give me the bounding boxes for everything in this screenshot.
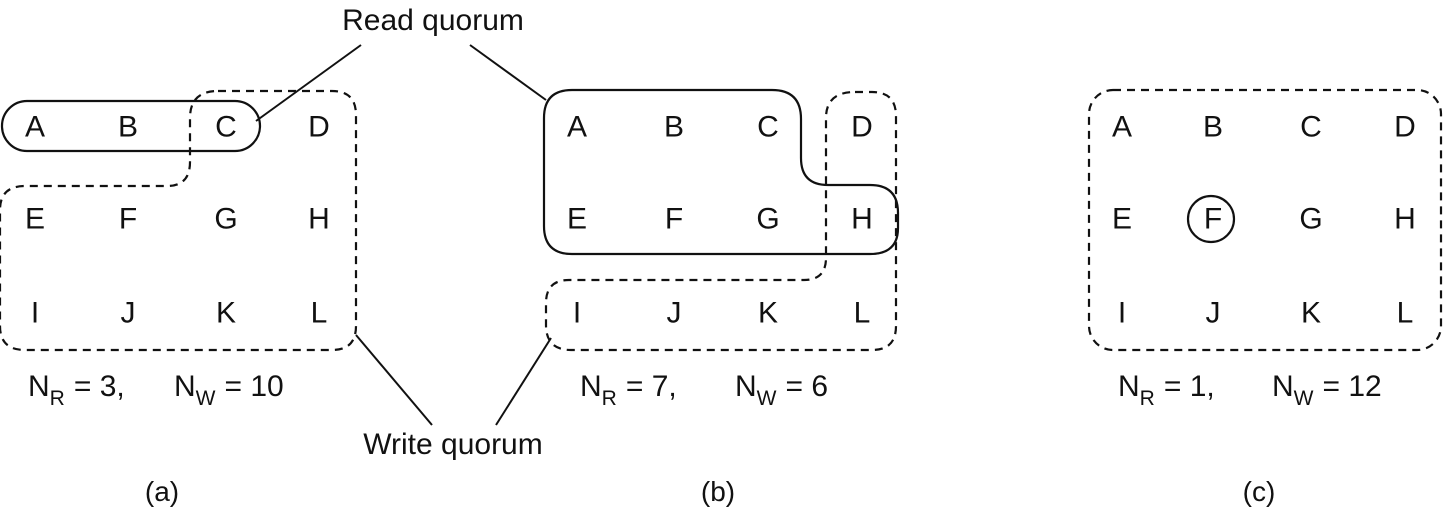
node-a-h: H	[308, 203, 330, 236]
formula-c-w-value: = 12	[1323, 370, 1382, 403]
node-b-e: E	[567, 203, 587, 236]
formula-b-w-value: = 6	[786, 370, 829, 403]
caption-a: (a)	[145, 476, 179, 507]
formula-b-r-sub: R	[602, 387, 617, 410]
node-grid-a: A B C D E F G H I J K L	[25, 111, 330, 330]
formula-b-n-w: N	[735, 370, 757, 403]
node-a-b: B	[118, 111, 138, 144]
node-b-k: K	[758, 297, 778, 330]
node-b-a: A	[567, 111, 587, 144]
write-quorum-leader-b	[495, 337, 552, 426]
node-c-a: A	[1112, 111, 1132, 144]
formula-c: NR= 1,NW= 12	[1118, 370, 1382, 410]
caption-c: (c)	[1243, 476, 1276, 507]
node-c-c: C	[1300, 111, 1322, 144]
node-c-h: H	[1394, 203, 1416, 236]
formula-c-r-sub: R	[1140, 387, 1155, 410]
caption-b: (b)	[701, 476, 735, 507]
formula-c-n-r: N	[1118, 370, 1140, 403]
write-quorum-outline-b-1	[544, 90, 898, 352]
node-b-i: I	[573, 297, 581, 330]
read-quorum-leader-a	[255, 44, 362, 122]
node-c-f: F	[1204, 203, 1222, 236]
node-a-c: C	[215, 111, 237, 144]
node-b-b: B	[664, 111, 684, 144]
formula-a-w-value: = 10	[225, 370, 284, 403]
node-a-k: K	[216, 297, 236, 330]
node-c-i: I	[1118, 297, 1126, 330]
node-c-e: E	[1112, 203, 1132, 236]
node-c-k: K	[1301, 297, 1321, 330]
read-quorum-outline-c	[1186, 194, 1236, 244]
node-grid-c: A B C D E F G H I J K L	[1112, 111, 1416, 330]
node-a-e: E	[25, 203, 45, 236]
formula-a-n-w: N	[174, 370, 196, 403]
node-b-j: J	[667, 297, 682, 330]
formula-c-n-w: N	[1272, 370, 1294, 403]
formula-a-n-r: N	[28, 370, 50, 403]
node-c-g: G	[1299, 203, 1322, 236]
read-quorum-outline-a	[0, 99, 262, 153]
write-quorum-leader-a	[355, 334, 433, 426]
node-a-j: J	[121, 297, 136, 330]
node-a-l: L	[311, 297, 328, 330]
write-quorum-label: Write quorum	[363, 428, 543, 461]
node-a-i: I	[31, 297, 39, 330]
read-quorum-leader-b	[469, 44, 547, 101]
node-b-h: H	[851, 203, 873, 236]
formula-c-r-value: = 1,	[1164, 370, 1215, 403]
node-a-g: G	[214, 203, 237, 236]
read-quorum-outline-b	[542, 88, 900, 256]
node-b-c: C	[757, 111, 779, 144]
formula-a-r-value: = 3,	[74, 370, 125, 403]
node-b-g: G	[756, 203, 779, 236]
write-quorum-outline-a	[0, 89, 358, 352]
node-b-f: F	[665, 203, 683, 236]
read-quorum-label: Read quorum	[342, 4, 524, 37]
node-b-l: L	[854, 297, 871, 330]
formula-b-w-sub: W	[757, 387, 777, 410]
formula-c-w-sub: W	[1294, 387, 1314, 410]
write-quorum-outline-c	[1087, 88, 1443, 352]
formula-b-n-r: N	[580, 370, 602, 403]
formula-b: NR= 7,NW= 6	[580, 370, 828, 410]
node-b-d: D	[851, 111, 873, 144]
node-a-a: A	[25, 111, 45, 144]
node-c-l: L	[1397, 297, 1414, 330]
node-c-j: J	[1206, 297, 1221, 330]
formula-b-r-value: = 7,	[626, 370, 677, 403]
node-a-d: D	[308, 111, 330, 144]
node-a-f: F	[119, 203, 137, 236]
formula-a-w-sub: W	[196, 387, 216, 410]
node-grid-b: A B C D E F G H I J K L	[567, 111, 873, 330]
node-c-d: D	[1394, 111, 1416, 144]
formula-a-r-sub: R	[50, 387, 65, 410]
node-c-b: B	[1203, 111, 1223, 144]
formula-a: NR= 3,NW= 10	[28, 370, 284, 410]
